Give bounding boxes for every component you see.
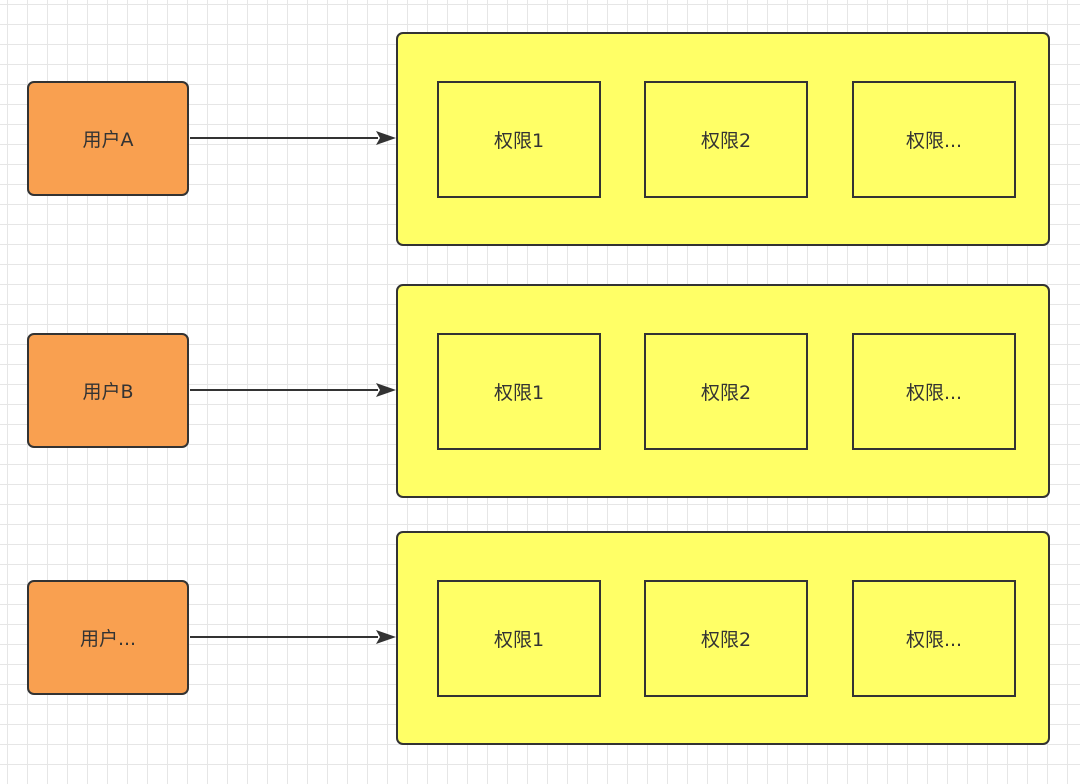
- permission-node-label: 权限1: [493, 382, 545, 404]
- permission-node[interactable]: 权限1: [437, 580, 601, 697]
- permission-node[interactable]: 权限2: [644, 333, 808, 450]
- permission-node-label: 权限2: [700, 629, 752, 651]
- permission-node-label: 权限1: [493, 629, 545, 651]
- user-node[interactable]: 用户...: [27, 580, 189, 695]
- permission-node-label: 权限...: [905, 130, 963, 152]
- permission-group[interactable]: 权限1 权限2 权限...: [396, 32, 1050, 246]
- user-node[interactable]: 用户B: [27, 333, 189, 448]
- user-node[interactable]: 用户A: [27, 81, 189, 196]
- permission-group[interactable]: 权限1 权限2 权限...: [396, 284, 1050, 498]
- permission-node[interactable]: 权限...: [852, 580, 1016, 697]
- user-node-label: 用户...: [79, 628, 137, 650]
- permission-node[interactable]: 权限2: [644, 580, 808, 697]
- permission-node-label: 权限2: [700, 382, 752, 404]
- connector-arrow: [190, 131, 396, 145]
- permission-group[interactable]: 权限1 权限2 权限...: [396, 531, 1050, 745]
- permission-node[interactable]: 权限1: [437, 81, 601, 198]
- connector-arrow: [190, 383, 396, 397]
- connector-arrow: [190, 630, 396, 644]
- user-node-label: 用户B: [82, 381, 134, 403]
- permission-node-label: 权限2: [700, 130, 752, 152]
- permission-node[interactable]: 权限...: [852, 81, 1016, 198]
- permission-node[interactable]: 权限1: [437, 333, 601, 450]
- user-node-label: 用户A: [82, 129, 134, 151]
- permission-node-label: 权限1: [493, 130, 545, 152]
- permission-node-label: 权限...: [905, 382, 963, 404]
- permission-node[interactable]: 权限2: [644, 81, 808, 198]
- permission-node-label: 权限...: [905, 629, 963, 651]
- permission-node[interactable]: 权限...: [852, 333, 1016, 450]
